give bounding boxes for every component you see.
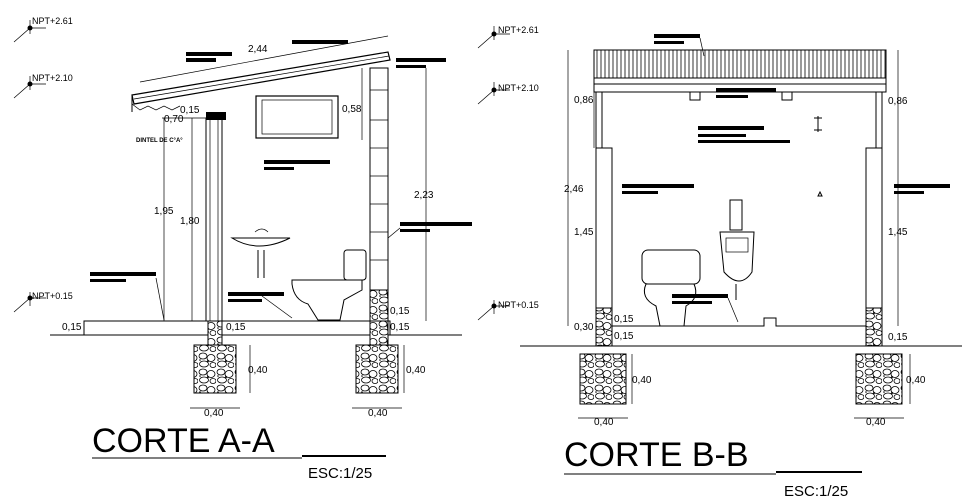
dim-right-015-1: 0,15 xyxy=(390,306,410,317)
dim-wall-left: 1,45 xyxy=(574,227,594,238)
dim-1-95: 1,95 xyxy=(154,206,174,217)
lintel-note: DINTEL DE C°A° xyxy=(136,138,183,144)
title-corte-a-a: CORTE A-A xyxy=(92,422,275,460)
dim-0-58: 0,58 xyxy=(342,104,362,115)
level-label: NPT+0.15 xyxy=(32,291,73,301)
dim-2-46: 2,46 xyxy=(564,184,584,195)
footing-right-width: 0,40 xyxy=(368,408,388,419)
dim-wall-right: 1,45 xyxy=(888,227,908,238)
level-marker-npt-015-a: NPT+0.15 xyxy=(13,291,73,313)
dim-eave-070: 0,70 xyxy=(164,114,184,125)
level-marker-npt-015-b: NPT+0.15 xyxy=(477,300,539,321)
section-a-a: NPT+2.61 NPT+2.10 NPT+0.15 2,44 xyxy=(13,16,472,482)
dim-1-80: 1,80 xyxy=(180,216,200,227)
sink-a xyxy=(230,228,291,278)
wall-left-b xyxy=(595,147,613,327)
dim-right-base: 0,15 xyxy=(888,332,908,343)
level-label: NPT+2.10 xyxy=(498,83,539,93)
footing-right-height: 0,40 xyxy=(406,365,426,376)
footing-left-width: 0,40 xyxy=(204,408,224,419)
footing-left-height: 0,40 xyxy=(248,365,268,376)
dim-2-23: 2,23 xyxy=(414,190,434,201)
level-label: NPT+2.61 xyxy=(498,25,539,35)
level-marker-npt-210-a: NPT+2.10 xyxy=(13,73,73,99)
footing-right-a xyxy=(355,320,399,394)
dim-top-left: 0,86 xyxy=(574,95,594,106)
title-corte-b-b: CORTE B-B xyxy=(564,436,749,474)
post-left-b xyxy=(595,91,603,149)
roof-a xyxy=(131,51,391,112)
level-marker-npt-261-a: NPT+2.61 xyxy=(13,16,73,43)
plinth-left-b xyxy=(595,307,613,347)
footing-right-height-b: 0,40 xyxy=(906,375,926,386)
light-fixture-b xyxy=(689,91,701,101)
footing-right-b xyxy=(855,353,903,405)
footing-left-height-b: 0,40 xyxy=(632,375,652,386)
level-marker-npt-261-b: NPT+2.61 xyxy=(477,25,539,49)
footing-left-a xyxy=(193,320,237,394)
level-label: NPT+0.15 xyxy=(498,300,539,310)
section-b-b: NPT+2.61 NPT+2.10 NPT+0.15 xyxy=(477,25,962,500)
dim-floor-015: 0,15 xyxy=(62,322,82,333)
dim-sill-1: 0,15 xyxy=(614,314,634,325)
roof-length-dim: 2,44 xyxy=(248,44,268,55)
level-label: NPT+2.10 xyxy=(32,73,73,83)
window-a xyxy=(255,95,339,139)
footing-right-width-b: 0,40 xyxy=(866,417,886,428)
scale-a: ESC:1/25 xyxy=(308,465,372,482)
wall-fixture-b xyxy=(814,116,822,132)
dim-right-015-2: 0,15 xyxy=(390,322,410,333)
wall-right-b xyxy=(865,147,883,327)
scale-b: ESC:1/25 xyxy=(784,483,848,500)
dim-floor-015-b: 0,15 xyxy=(226,322,246,333)
dim-base: 0,30 xyxy=(574,322,594,333)
corrugated-roof-b xyxy=(593,49,887,93)
lintel-a xyxy=(206,112,226,120)
toilet-a xyxy=(291,249,367,321)
right-brick-wall-a xyxy=(369,67,389,322)
floor-b xyxy=(612,317,866,327)
urinal-b xyxy=(719,199,755,300)
dim-top-right: 0,86 xyxy=(888,96,908,107)
dim-sill-2: 0,15 xyxy=(614,331,634,342)
plinth-right-b xyxy=(865,307,883,347)
floor-slab-a xyxy=(83,320,391,336)
post-right-b xyxy=(875,91,883,149)
level-label: NPT+2.61 xyxy=(32,16,73,26)
footing-left-b xyxy=(579,353,627,405)
level-marker-npt-210-b: NPT+2.10 xyxy=(477,82,539,105)
toilet-b xyxy=(641,249,701,327)
dim-eave-015: 0,15 xyxy=(180,105,200,116)
footing-left-width-b: 0,40 xyxy=(594,417,614,428)
redacted-labels-a xyxy=(90,40,472,321)
redacted-labels-b xyxy=(622,34,950,323)
left-wall-a xyxy=(205,117,223,322)
